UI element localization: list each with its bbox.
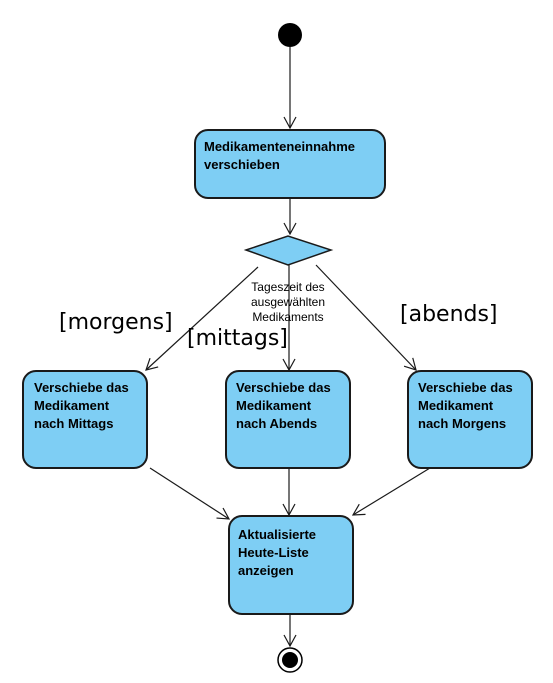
activity-move-to-noon-label: Verschiebe das Medikament nach Mittags (34, 380, 129, 431)
final-node-inner (282, 652, 298, 668)
activity-move-to-evening-label: Verschiebe das Medikament nach Abends (236, 380, 331, 431)
activity-update-today-list (228, 515, 354, 615)
edge-noon-to-update (149, 467, 231, 520)
decision-condition-label: Tageszeit des ausgewählten Medikaments (250, 280, 326, 324)
activity-postpone-label: Medikamenteneinnahme verschieben (204, 139, 355, 172)
activity-move-to-morning-label: Verschiebe das Medikament nach Morgens (418, 380, 513, 431)
guard-noon: [mittags] (187, 326, 288, 351)
guard-evening: [abends] (400, 302, 498, 327)
activity-postpone-medication (194, 129, 386, 199)
guard-morning: [morgens] (59, 310, 173, 335)
edge-morning-to-update (351, 467, 431, 516)
activity-move-to-morning (407, 370, 533, 469)
activity-move-to-evening (225, 370, 351, 469)
initial-node (278, 23, 302, 47)
decision-node (243, 235, 334, 266)
edge-decision-to-morning-activity (315, 264, 417, 371)
activity-move-to-noon (22, 370, 148, 469)
activity-update-today-list-label: Aktualisierte Heute-Liste anzeigen (238, 527, 317, 578)
edge-decision-to-noon-activity (145, 266, 259, 371)
